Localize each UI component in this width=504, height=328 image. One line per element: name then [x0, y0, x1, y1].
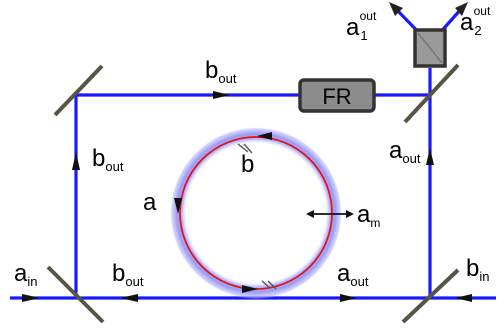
label-a-m: am	[357, 201, 380, 230]
arrow-right-up	[426, 148, 434, 165]
label-a2-out: a2out	[460, 4, 491, 38]
faraday-rotator-label: FR	[322, 84, 351, 109]
label-b-in: bin	[466, 255, 489, 284]
mirror-bottom-left	[46, 265, 105, 324]
arrow-left-up	[72, 152, 80, 170]
arrow-bottom-left	[120, 294, 138, 302]
label-a-in: ain	[14, 260, 37, 289]
arrow-bin-left	[455, 294, 472, 302]
faraday-rotator	[298, 78, 376, 113]
ring-arrow-bottom	[242, 285, 258, 293]
mechanical-mode-double-arrow	[306, 210, 354, 218]
label-b-out-top: bout	[205, 57, 237, 86]
output-2-arrowhead	[455, 2, 468, 16]
arrow-ain-right	[22, 294, 40, 302]
label-b-out-bottom: bout	[112, 260, 144, 289]
ring-glow	[170, 127, 342, 299]
output-1-arrowhead	[389, 2, 403, 16]
label-a1-out: a1out	[346, 9, 377, 43]
label-b-out-left: bout	[92, 145, 124, 174]
label-ring-a: a	[143, 189, 157, 216]
beam-arrowheads	[22, 91, 472, 302]
ring-arrow-left	[174, 198, 182, 214]
label-a-out-bottom: aout	[337, 260, 369, 289]
arrow-top-right	[213, 91, 230, 99]
ring-resonator	[170, 127, 342, 299]
arrow-bottom-right	[340, 294, 357, 302]
labels: bout bout bout bin ain aout aout a1out a…	[14, 4, 491, 289]
mirror-bottom-right	[401, 268, 460, 324]
ring-arrow-top	[257, 132, 272, 140]
beam-splitter-diagonal	[417, 32, 443, 64]
mirror-top-left	[53, 64, 104, 117]
label-a-out-right: aout	[389, 137, 421, 166]
label-ring-b: b	[241, 151, 254, 178]
mirror-top-right	[403, 63, 460, 124]
mirrors	[46, 63, 460, 324]
ring-coupling-marks	[237, 143, 277, 290]
ring-arrowheads	[174, 132, 272, 293]
